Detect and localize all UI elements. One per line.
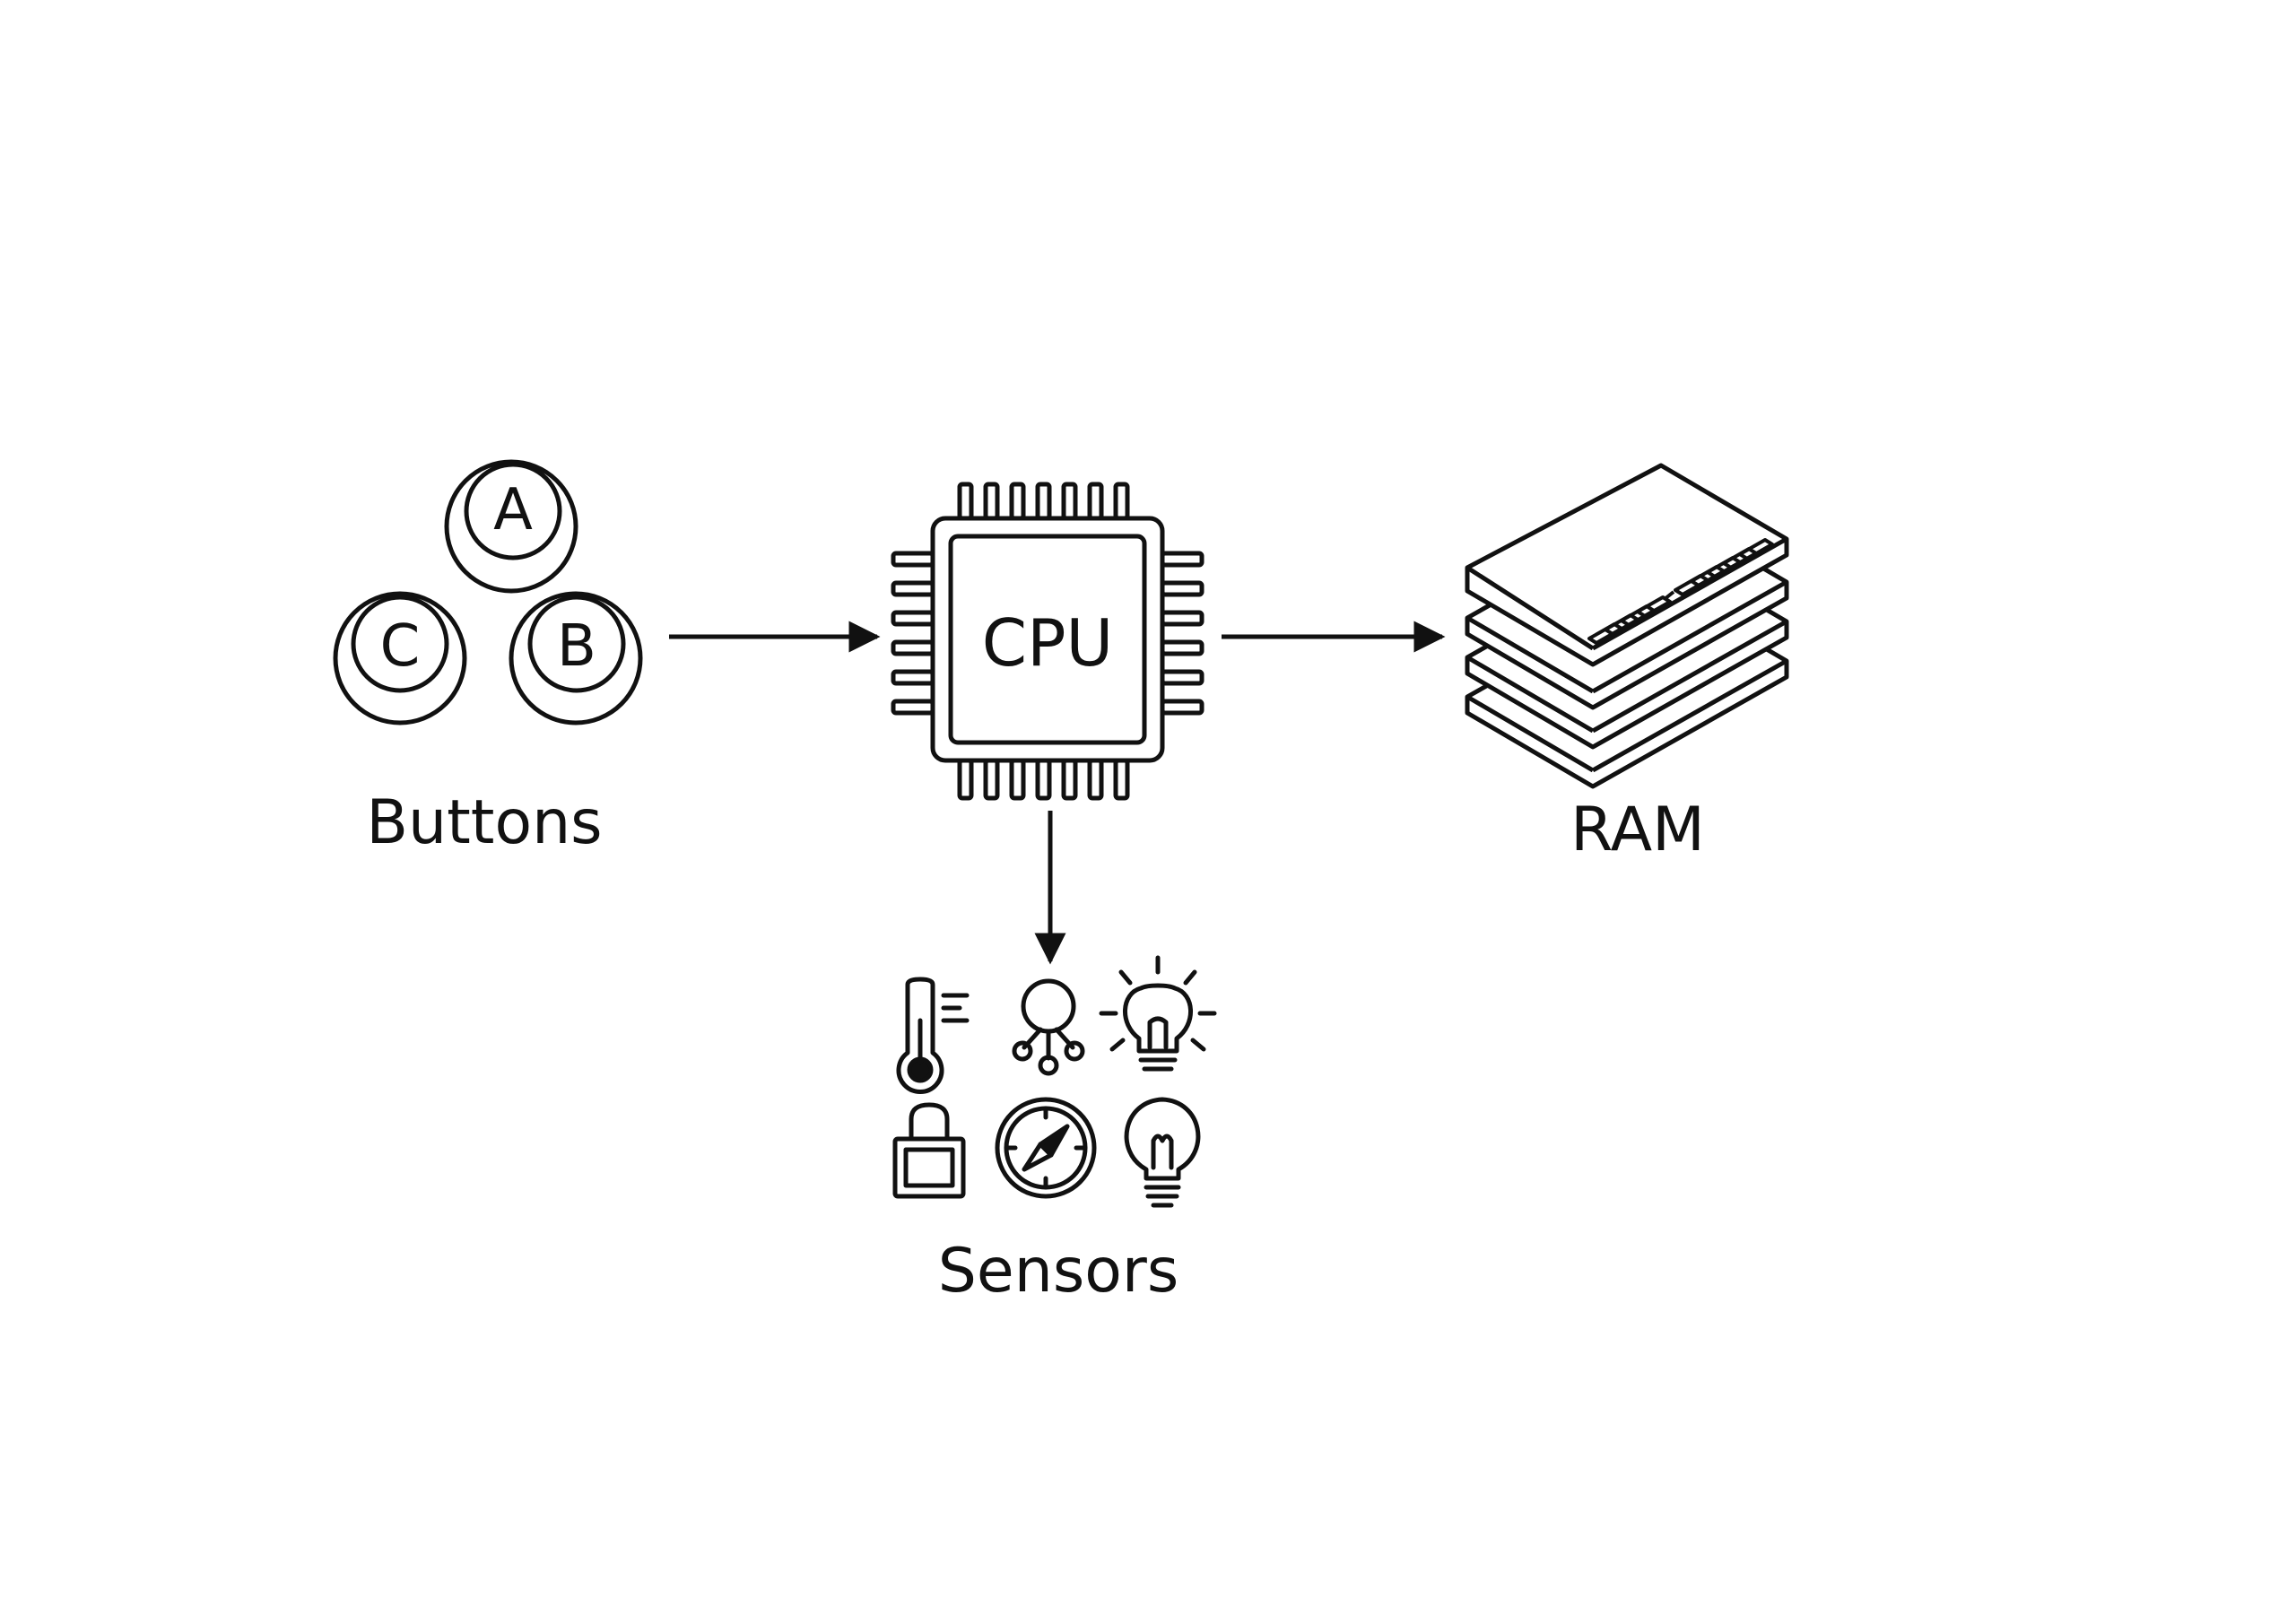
button-a: A — [444, 459, 578, 594]
cpu-chip-label: CPU — [982, 605, 1113, 681]
button-b-label: B — [557, 613, 596, 680]
ram-contacts — [1587, 538, 1774, 645]
padlock-icon — [892, 1102, 966, 1199]
light-bulb-rays-icon — [1099, 955, 1217, 1072]
ram-label: RAM — [1570, 795, 1705, 865]
button-c: C — [333, 591, 467, 725]
button-b: B — [509, 591, 643, 725]
compass-icon — [995, 1097, 1097, 1199]
cpu-pins-right — [1160, 551, 1205, 716]
sensors-group — [892, 955, 1217, 1208]
cpu-pins-bottom — [957, 758, 1130, 801]
button-c-label: C — [380, 613, 421, 680]
ram-stack — [1465, 463, 1789, 789]
ram-module-1 — [1465, 463, 1789, 667]
light-bulb-icon — [1124, 1097, 1201, 1208]
button-a-label: A — [493, 477, 533, 543]
buttons-label: Buttons — [366, 787, 602, 858]
buttons-group: A C B — [333, 459, 643, 725]
cpu-pins-left — [891, 551, 935, 716]
cpu-chip: CPU — [891, 482, 1205, 801]
thermometer-icon — [896, 977, 970, 1094]
sensors-label: Sensors — [938, 1236, 1179, 1307]
cpu-pins-top — [957, 482, 1130, 521]
network-node-icon — [1012, 978, 1085, 1076]
